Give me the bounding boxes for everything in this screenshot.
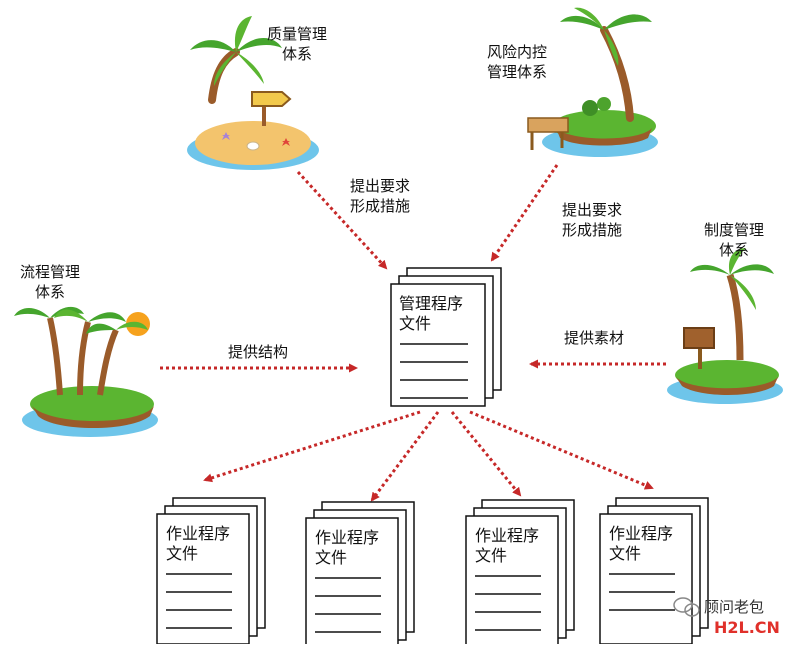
arrow-system-label: 提供素材 [563, 329, 624, 347]
work-doc-title-3: 作业程序 文件 [475, 526, 540, 565]
system-island [667, 248, 783, 404]
work-doc-title-2: 作业程序 文件 [315, 528, 380, 567]
work-doc-title-1: 作业程序 文件 [166, 524, 231, 563]
arrow-quality-label: 提出要求 形成措施 [349, 177, 410, 215]
work-doc-stack-3 [465, 499, 575, 647]
process-island [14, 306, 158, 437]
risk-island [527, 7, 658, 157]
arrow-doc-4 [469, 410, 654, 490]
risk-label: 风险内控 管理体系 [486, 43, 547, 81]
work-doc-title-4: 作业程序 文件 [609, 524, 674, 563]
arrows [160, 164, 666, 502]
wechat-icon [673, 597, 700, 617]
arrow-doc-2 [370, 411, 440, 502]
watermark-site-text: H2L.CN [714, 618, 780, 637]
quality-island [187, 16, 319, 170]
arrow-risk-label: 提出要求 形成措施 [561, 201, 622, 239]
work-doc-stack-2 [305, 501, 415, 648]
watermark-site: H2L.CN [714, 618, 780, 637]
system-label: 制度管理 体系 [703, 221, 764, 259]
process-label: 流程管理 体系 [19, 263, 80, 301]
arrow-doc-3 [450, 411, 522, 497]
arrow-risk [490, 164, 559, 262]
central-doc-stack [390, 267, 502, 407]
arrow-doc-1 [203, 410, 421, 483]
work-doc-stack-4 [599, 497, 709, 645]
central-doc-title: 管理程序 文件 [399, 294, 464, 333]
watermark-wechat: 顾问老包 [704, 598, 765, 616]
arrow-process-label: 提供结构 [227, 343, 288, 361]
arrow-quality [296, 170, 388, 270]
quality-label: 质量管理 体系 [266, 25, 327, 63]
work-doc-stack-1 [156, 497, 266, 645]
